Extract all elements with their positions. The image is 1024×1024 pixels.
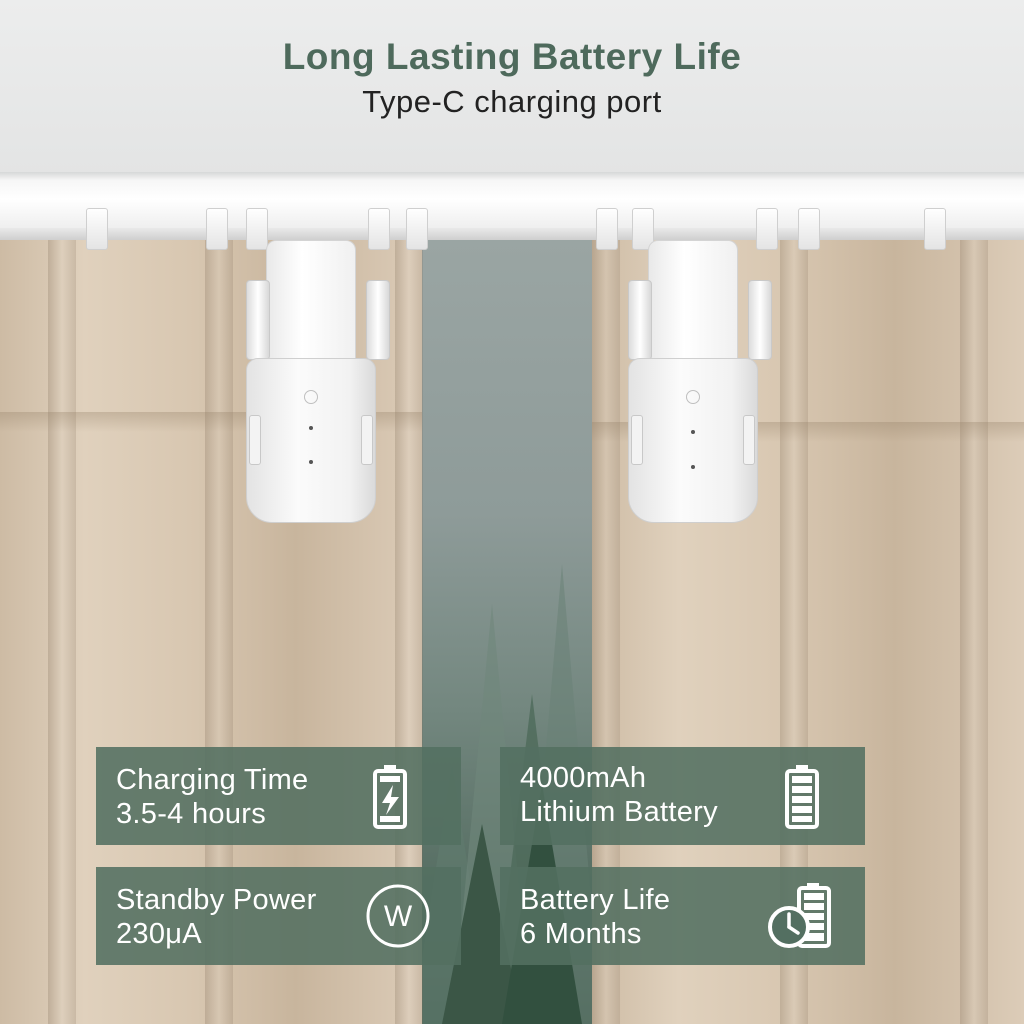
curtain-robot-device bbox=[246, 240, 390, 525]
clock-battery-icon bbox=[768, 883, 831, 948]
battery-full-icon bbox=[785, 765, 819, 829]
rail-glider bbox=[206, 208, 228, 250]
feature-value: Lithium Battery bbox=[520, 796, 718, 828]
rail-glider bbox=[924, 208, 946, 250]
device-indicator-dot bbox=[691, 465, 695, 469]
feature-value: 3.5-4 hours bbox=[116, 798, 266, 830]
watt-icon: W bbox=[366, 884, 430, 948]
page-title: Long Lasting Battery Life bbox=[282, 36, 742, 77]
device-arm bbox=[748, 280, 772, 360]
feature-text: Standby Power 230μA bbox=[116, 883, 317, 951]
feature-value: 6 Months bbox=[520, 918, 642, 950]
device-indicator-dot bbox=[309, 426, 313, 430]
feature-label: Standby Power bbox=[116, 884, 317, 916]
svg-text:W: W bbox=[384, 900, 413, 933]
feature-text: Charging Time 3.5-4 hours bbox=[116, 763, 309, 831]
battery-charging-icon bbox=[373, 765, 407, 829]
device-side-clip bbox=[631, 415, 643, 465]
rail-glider bbox=[368, 208, 390, 250]
feature-label: Battery Life bbox=[520, 884, 671, 916]
feature-text: 4000mAh Lithium Battery bbox=[520, 761, 718, 829]
page-subtitle: Type-C charging port bbox=[362, 84, 662, 119]
feature-text: Battery Life 6 Months bbox=[520, 883, 670, 951]
device-indicator-dot bbox=[691, 430, 695, 434]
feature-label: Charging Time bbox=[116, 764, 309, 796]
device-power-button bbox=[304, 390, 318, 404]
device-base bbox=[246, 358, 376, 523]
rail-glider bbox=[406, 208, 428, 250]
feature-card-charging-time: Charging Time 3.5-4 hours bbox=[96, 747, 461, 845]
device-indicator-dot bbox=[309, 460, 313, 464]
device-top-body bbox=[266, 240, 356, 365]
device-side-clip bbox=[743, 415, 755, 465]
device-arm bbox=[628, 280, 652, 360]
feature-card-battery-capacity: 4000mAh Lithium Battery bbox=[500, 747, 865, 845]
rail-glider bbox=[596, 208, 618, 250]
header-banner: Long Lasting Battery Life Type-C chargin… bbox=[0, 0, 1024, 178]
rail-glider bbox=[246, 208, 268, 250]
feature-label: 4000mAh bbox=[520, 762, 647, 794]
rail-glider bbox=[632, 208, 654, 250]
device-arm bbox=[246, 280, 270, 360]
feature-card-standby-power: Standby Power 230μA W bbox=[96, 867, 461, 965]
curtain-robot-device bbox=[628, 240, 772, 525]
device-base bbox=[628, 358, 758, 523]
curtain-fold bbox=[960, 240, 988, 1024]
feature-value: 230μA bbox=[116, 918, 202, 950]
device-power-button bbox=[686, 390, 700, 404]
rail-track bbox=[0, 228, 1024, 240]
rail-glider bbox=[798, 208, 820, 250]
device-arm bbox=[366, 280, 390, 360]
device-side-clip bbox=[361, 415, 373, 465]
curtain-fold bbox=[48, 240, 76, 1024]
rail-glider bbox=[756, 208, 778, 250]
device-side-clip bbox=[249, 415, 261, 465]
feature-card-battery-life: Battery Life 6 Months bbox=[500, 867, 865, 965]
device-top-body bbox=[648, 240, 738, 365]
rail-glider bbox=[86, 208, 108, 250]
